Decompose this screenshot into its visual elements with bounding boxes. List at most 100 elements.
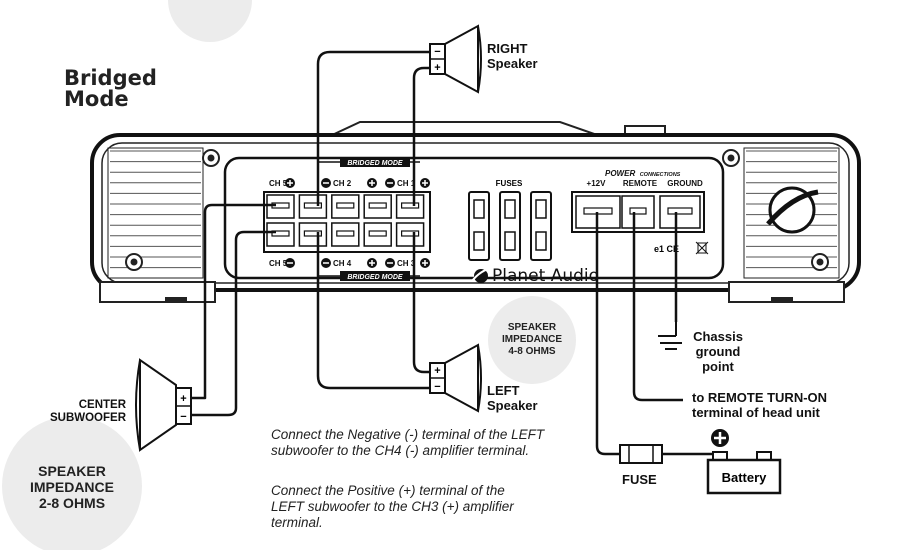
planet-logo-icon (766, 186, 819, 234)
power-terminal-slot (667, 207, 693, 215)
power-wires (595, 212, 712, 456)
svg-text:+: + (434, 62, 440, 74)
impedance-small-line-1: SPEAKER (507, 322, 557, 333)
center-subwoofer-label-line-2: SUBWOOFER (49, 412, 126, 424)
bridged-mode-label-bottom: BRIDGED MODE (347, 274, 403, 281)
bridged-mode-label-top: BRIDGED MODE (347, 160, 403, 167)
terminal-screw-slot (271, 230, 290, 237)
terminal-screw-slot (336, 202, 355, 209)
ch5-bottom-label: CH 5 (269, 259, 288, 268)
terminal-screw-slot (336, 230, 355, 237)
power-terminal-block (571, 191, 705, 233)
right-speaker-label-line-1: RIGHT (487, 41, 528, 56)
fuse-blade (504, 231, 516, 251)
wire-left-positive (412, 232, 430, 374)
svg-text:−: − (434, 46, 440, 58)
power-ground-label: GROUND (667, 179, 703, 188)
power-label: POWER CONNECTIONS (605, 163, 681, 180)
screw (722, 149, 740, 167)
right-speaker-label: RIGHT Speaker (487, 41, 538, 71)
remote-turn-on-label: to REMOTE TURN-ON terminal of head unit (692, 390, 827, 420)
fuse-blade (473, 231, 485, 251)
title-line-2: Mode (64, 87, 129, 111)
speaker-terminal-block (263, 191, 431, 253)
note-positive: Connect the Positive (+) terminal of the… (271, 483, 514, 531)
svg-text:+: + (434, 365, 440, 377)
fuse-blade (504, 199, 516, 219)
note-negative-line-2: subwoofer to the CH4 (-) amplifier termi… (271, 443, 530, 458)
impedance-large-line-2: IMPEDANCE (29, 479, 114, 495)
svg-text:−: − (180, 411, 186, 423)
wire-left-negative (316, 232, 430, 390)
wire-right-positive (412, 66, 430, 206)
center-subwoofer-label-line-1: CENTER (78, 399, 126, 411)
brand-name: Planet Audio (492, 266, 599, 286)
battery-icon: Battery (706, 429, 782, 495)
right-speaker-icon: − + (429, 24, 482, 94)
impedance-large-line-3: 2-8 OHMS (38, 495, 106, 511)
recycle-bin-icon (695, 241, 709, 255)
fuse-blade (535, 199, 547, 219)
impedance-badge-small (488, 296, 576, 384)
left-speaker-label-line-1: LEFT (487, 383, 520, 398)
svg-text:+: + (180, 393, 186, 405)
battery-label: Battery (722, 470, 768, 485)
heatsink-left (110, 150, 201, 269)
chassis-label-line-3: point (702, 359, 734, 374)
impedance-small-line-2: IMPEDANCE (501, 334, 562, 345)
wire-sub-positive (191, 203, 276, 400)
left-speaker-label-line-2: Speaker (487, 398, 538, 413)
ch2-label: CH 2 (333, 179, 352, 188)
screw (202, 149, 220, 167)
top-badge-fragment (168, 0, 252, 42)
cert-mark: e1 CE (654, 244, 679, 254)
center-subwoofer-icon: + − (135, 358, 192, 452)
power-terminal-slot (629, 207, 647, 215)
chassis-label-line-2: ground (695, 344, 741, 359)
left-speaker-label: LEFT Speaker (487, 383, 538, 413)
impedance-large-label: SPEAKER IMPEDANCE 2-8 OHMS (12, 463, 132, 511)
right-speaker-label-line-2: Speaker (487, 56, 538, 71)
note-negative-line-1: Connect the Negative (-) terminal of the… (271, 427, 545, 442)
ch4-label: CH 4 (333, 259, 352, 268)
power-12v-label: +12V (587, 179, 607, 188)
ch3-label: CH 3 (397, 259, 416, 268)
impedance-badge-large (2, 416, 142, 550)
screw (125, 253, 143, 271)
impedance-small-label: SPEAKER IMPEDANCE 4-8 OHMS (492, 322, 572, 358)
remote-label-line-1: to REMOTE TURN-ON (692, 390, 828, 405)
note-positive-line-1: Connect the Positive (+) terminal of the (271, 483, 505, 498)
center-subwoofer-label: CENTER SUBWOOFER (40, 399, 126, 425)
note-negative: Connect the Negative (-) terminal of the… (271, 427, 544, 459)
ground-symbol-icon (658, 322, 682, 350)
title-line-1: Bridged (64, 66, 157, 90)
fuse-label: FUSE (622, 472, 657, 487)
amp-fuses (468, 191, 552, 261)
wire-12v (595, 212, 620, 456)
note-positive-line-3: terminal. (271, 515, 323, 530)
terminal-screw-slot (368, 202, 387, 209)
power-remote-label: REMOTE (623, 179, 658, 188)
svg-text:−: − (434, 381, 440, 393)
brand-logo: Planet Audio (471, 266, 599, 286)
impedance-large-line-1: SPEAKER (38, 463, 106, 479)
fuses-label: FUSES (496, 179, 523, 188)
chassis-ground-label: Chassis ground point (688, 329, 748, 374)
fuse-blade (473, 199, 485, 219)
note-positive-line-2: LEFT subwoofer to the CH3 (+) amplifier (271, 499, 514, 514)
chassis-label-line-1: Chassis (693, 329, 743, 344)
diagram-title: Bridged Mode (64, 68, 157, 110)
impedance-small-line-3: 4-8 OHMS (508, 346, 556, 357)
screw (811, 253, 829, 271)
ch5-top-label: CH 5 (269, 179, 288, 188)
left-speaker-icon: + − (429, 343, 482, 413)
inline-fuse-icon (619, 444, 663, 464)
wire-sub-negative (191, 230, 276, 417)
remote-label-line-2: terminal of head unit (692, 405, 820, 420)
terminal-screw-slot (401, 230, 420, 237)
wire-right-negative (316, 50, 430, 206)
terminal-screw-slot (401, 202, 420, 209)
bridged-mode-bar-top: BRIDGED MODE (318, 157, 420, 167)
terminal-screw-slot (303, 202, 322, 209)
